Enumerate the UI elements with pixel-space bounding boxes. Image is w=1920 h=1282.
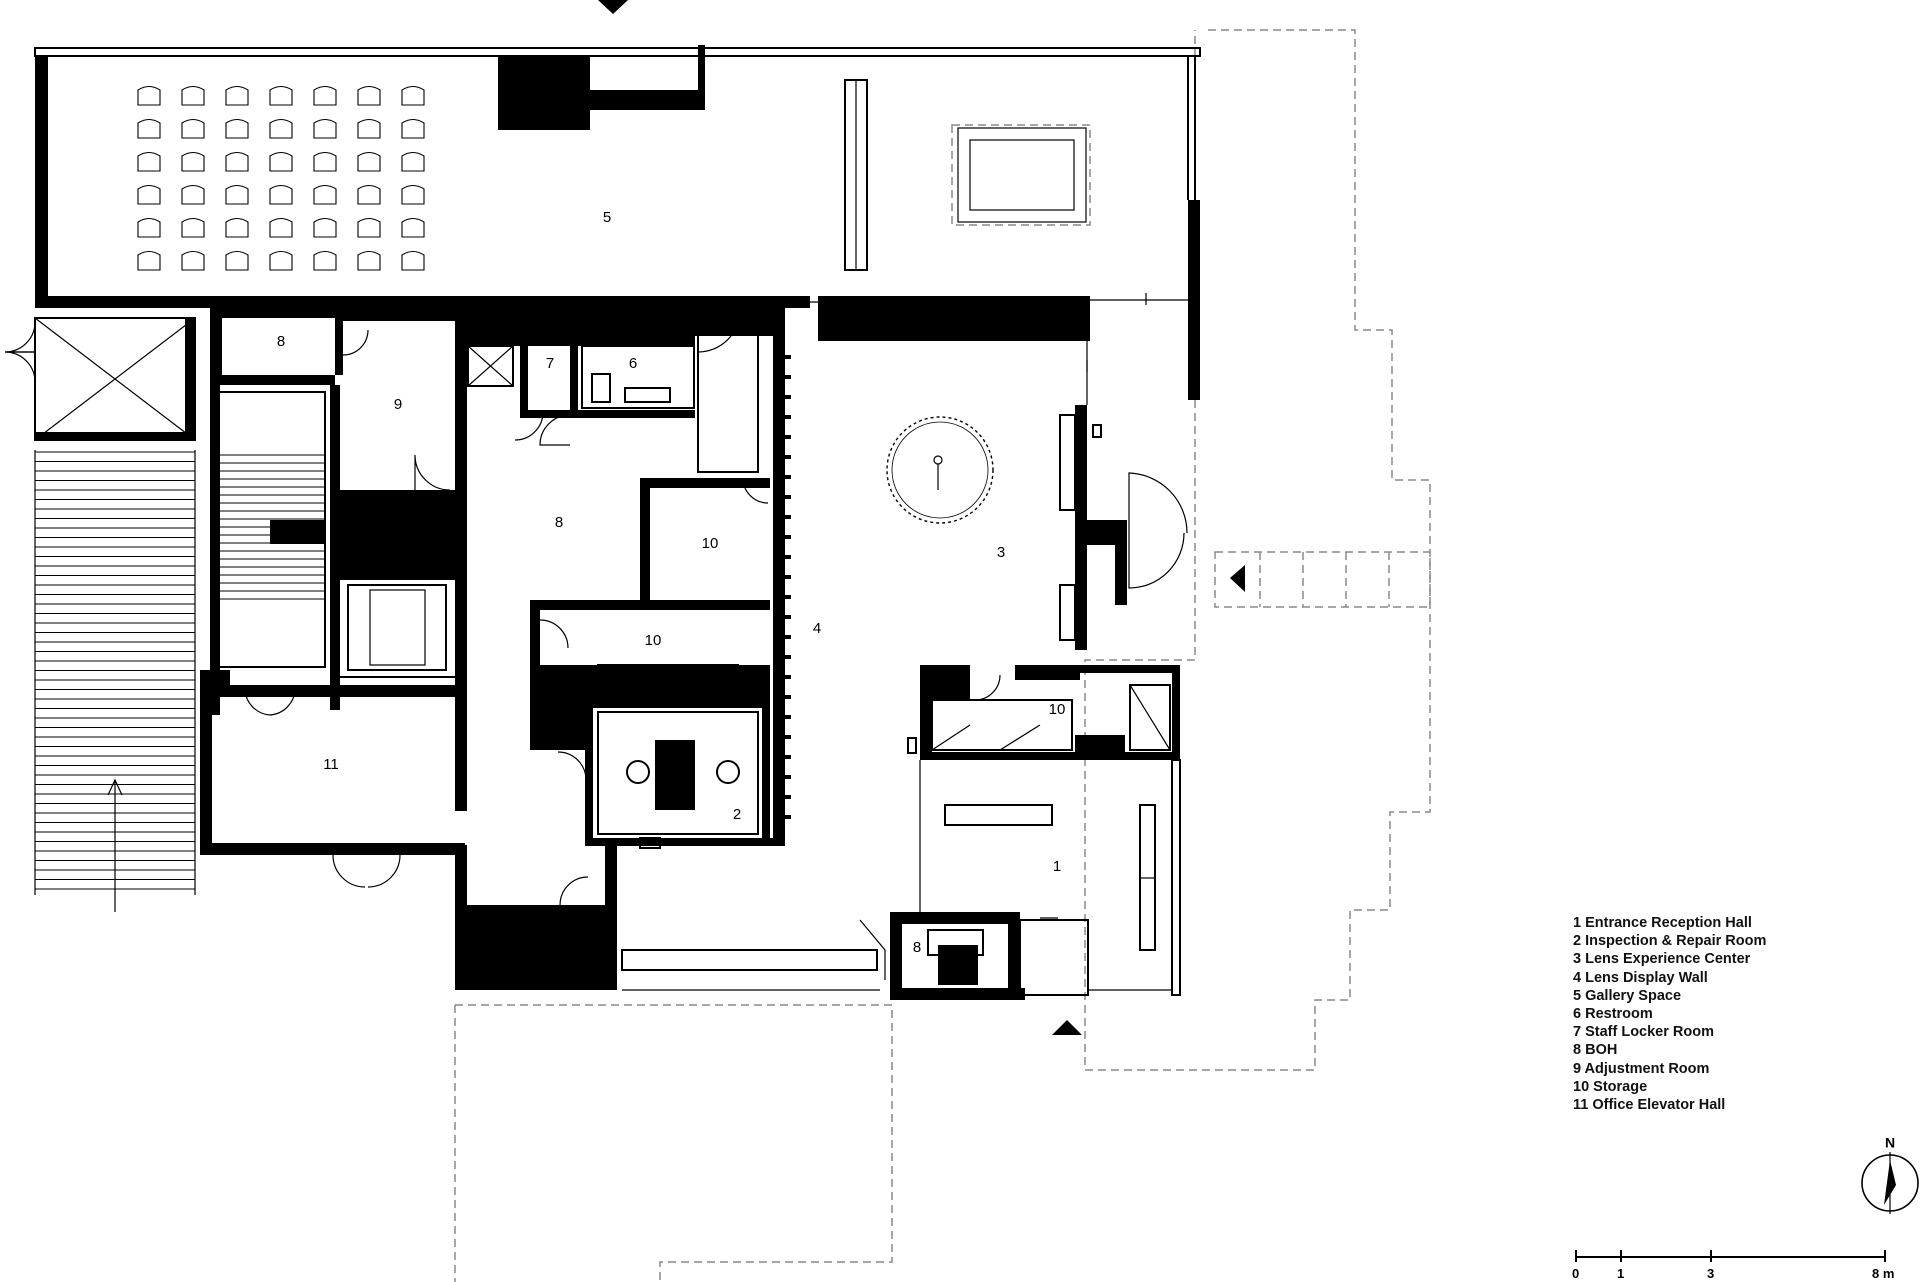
chair-icon — [137, 151, 161, 172]
chair-icon — [401, 250, 425, 271]
scale-tick-8: 8 m — [1872, 1266, 1894, 1281]
north-arrow: N — [1861, 1135, 1919, 1214]
north-label: N — [1885, 1135, 1895, 1151]
service-rooms — [455, 306, 880, 991]
chair-icon — [313, 217, 337, 238]
room-label-1: 1 — [1053, 858, 1061, 875]
chair-icon — [313, 151, 337, 172]
legend-item: 11 Office Elevator Hall — [1573, 1097, 1726, 1114]
scale-bar: 0 1 3 8 m — [1572, 1250, 1894, 1281]
chair-icon — [225, 184, 249, 205]
room-label-8: 8 — [555, 514, 563, 531]
legend-item: 10 Storage — [1573, 1078, 1648, 1095]
chair-icon — [269, 118, 293, 139]
chair-icon — [357, 184, 381, 205]
legend-item: 8 BOH — [1573, 1042, 1618, 1059]
room-label-8: 8 — [537, 89, 545, 106]
chair-icon — [181, 184, 205, 205]
legend-item: 1 Entrance Reception Hall — [1573, 915, 1752, 931]
chair-icon — [181, 85, 205, 106]
room-label-6: 6 — [629, 355, 637, 372]
lens-display-wall — [773, 306, 791, 846]
legend-item: 4 Lens Display Wall — [1573, 969, 1708, 986]
chair-icon — [401, 184, 425, 205]
chair-icon — [357, 217, 381, 238]
legend-item: 5 Gallery Space — [1573, 987, 1682, 1004]
chair-icon — [357, 250, 381, 271]
room-legend: 1 Entrance Reception Hall 2 Inspection &… — [1573, 914, 1766, 1114]
chair-icon — [357, 85, 381, 106]
chair-icon — [225, 118, 249, 139]
chair-icon — [181, 250, 205, 271]
entrance-block — [859, 665, 1181, 1035]
chair-icon — [357, 151, 381, 172]
chair-icon — [137, 118, 161, 139]
chair-icon — [181, 151, 205, 172]
room-label-3: 3 — [997, 544, 1005, 561]
chair-icon — [357, 118, 381, 139]
room-labels: 5 8 8 9 7 6 8 10 10 4 3 10 11 2 1 8 — [277, 89, 1066, 956]
room-label-11: 11 — [323, 756, 339, 773]
west-stair — [4, 317, 196, 912]
scale-tick-0: 0 — [1572, 1266, 1579, 1281]
scale-tick-3: 3 — [1707, 1266, 1714, 1281]
room-label-10: 10 — [702, 535, 719, 552]
room-label-2: 2 — [733, 806, 741, 823]
core-rooms — [200, 306, 467, 888]
chair-icon — [137, 250, 161, 271]
room-label-8: 8 — [277, 333, 285, 350]
legend-item: 3 Lens Experience Center — [1573, 951, 1751, 968]
chair-icon — [137, 184, 161, 205]
experience-center — [785, 293, 1245, 650]
chair-icon — [137, 217, 161, 238]
chair-icon — [225, 217, 249, 238]
chair-icon — [313, 184, 337, 205]
seating-grid — [137, 85, 425, 271]
chair-icon — [401, 118, 425, 139]
chair-icon — [269, 250, 293, 271]
chair-icon — [313, 85, 337, 106]
chair-icon — [313, 118, 337, 139]
legend-item: 6 Restroom — [1573, 1006, 1653, 1023]
room-label-10: 10 — [1049, 701, 1066, 718]
gallery-block — [34, 0, 1201, 400]
chair-icon — [401, 151, 425, 172]
chair-icon — [269, 85, 293, 106]
chair-icon — [313, 250, 337, 271]
chair-icon — [181, 217, 205, 238]
room-label-4: 4 — [813, 620, 821, 637]
chair-icon — [181, 118, 205, 139]
legend-item: 9 Adjustment Room — [1573, 1060, 1710, 1077]
chair-icon — [269, 184, 293, 205]
room-label-7: 7 — [546, 355, 554, 372]
room-label-5: 5 — [603, 209, 611, 226]
scale-tick-1: 1 — [1617, 1266, 1624, 1281]
legend-item: 7 Staff Locker Room — [1573, 1024, 1714, 1041]
chair-icon — [137, 85, 161, 106]
chair-icon — [225, 250, 249, 271]
chair-icon — [269, 151, 293, 172]
chair-icon — [225, 151, 249, 172]
room-label-9: 9 — [394, 396, 402, 413]
chair-icon — [401, 85, 425, 106]
chair-icon — [401, 217, 425, 238]
site-outline — [454, 29, 1431, 1282]
chair-icon — [269, 217, 293, 238]
legend-item: 2 Inspection & Repair Room — [1573, 933, 1767, 950]
chair-icon — [225, 85, 249, 106]
room-label-8: 8 — [913, 939, 921, 956]
room-label-10: 10 — [645, 632, 662, 649]
